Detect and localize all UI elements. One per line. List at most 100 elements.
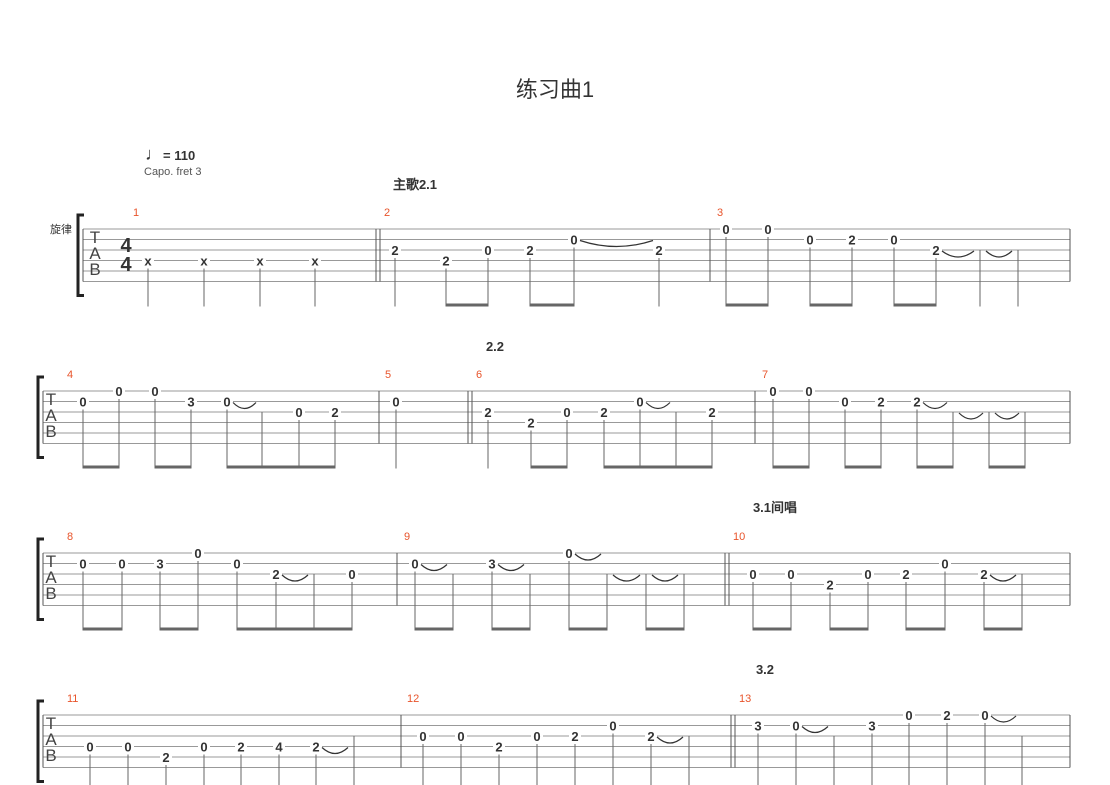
system-bracket <box>36 375 44 459</box>
fret-bg <box>389 243 401 256</box>
fret-number: 0 <box>787 567 794 582</box>
fret-number: 0 <box>233 557 240 572</box>
fret-number: x <box>144 254 152 269</box>
beam <box>773 465 809 469</box>
fret-number: 0 <box>124 740 131 755</box>
fret-bg <box>198 739 210 753</box>
beam <box>984 627 1022 631</box>
fret-bg <box>903 708 915 721</box>
fret-bg <box>409 556 421 570</box>
section-label: 主歌2.1 <box>393 177 437 192</box>
beam <box>237 627 276 631</box>
fret-bg <box>309 253 321 267</box>
beam <box>726 303 768 307</box>
measure-number: 10 <box>733 531 745 543</box>
fret-number: 0 <box>749 567 756 582</box>
fret-bg <box>486 556 498 570</box>
beam <box>446 303 488 307</box>
beam <box>753 627 791 631</box>
beam <box>530 303 574 307</box>
fret-bg <box>525 415 537 429</box>
fret-number: 0 <box>563 405 570 420</box>
tie-arc <box>989 574 1017 582</box>
fret-bg <box>824 577 836 591</box>
fret-bg <box>563 546 575 559</box>
fret-number: 2 <box>571 729 578 744</box>
fret-bg <box>524 243 536 256</box>
fret-bg <box>568 232 580 246</box>
fret-number: 2 <box>877 395 884 410</box>
tie-arc <box>574 553 602 561</box>
fret-bg <box>803 384 815 397</box>
fret-number: 0 <box>295 405 302 420</box>
fret-bg <box>77 556 89 570</box>
fret-number: 3 <box>868 719 875 734</box>
fret-number: 2 <box>932 243 939 258</box>
fret-number: 2 <box>527 416 534 431</box>
fret-bg <box>888 232 900 246</box>
fret-bg <box>142 253 154 267</box>
measure-number: 5 <box>385 369 391 381</box>
tab-clef-letter: A <box>45 568 57 587</box>
tab-clef-letter: T <box>46 390 56 409</box>
fret-number: 0 <box>419 729 426 744</box>
fret-number: 3 <box>156 557 163 572</box>
fret-bg <box>875 394 887 408</box>
fret-number: 0 <box>981 708 988 723</box>
fret-number: 2 <box>848 233 855 248</box>
tab-clef-letter: B <box>45 584 56 603</box>
tab-clef-letter: T <box>46 714 56 733</box>
fret-number: 0 <box>941 557 948 572</box>
beam <box>160 627 198 631</box>
fret-number: 0 <box>636 395 643 410</box>
fret-number: 3 <box>488 557 495 572</box>
beam <box>646 627 684 631</box>
fret-bg <box>804 232 816 246</box>
tab-clef-letter: A <box>45 406 57 425</box>
tie-arc <box>922 402 948 410</box>
fret-number: 0 <box>411 557 418 572</box>
beam <box>810 303 852 307</box>
beam <box>83 627 122 631</box>
measure-number: 4 <box>67 369 73 381</box>
fret-bg <box>221 394 233 408</box>
measure-number: 2 <box>384 207 390 219</box>
fret-number: x <box>200 254 208 269</box>
fret-bg <box>390 394 402 408</box>
beam <box>276 627 352 631</box>
fret-number: 0 <box>533 729 540 744</box>
fret-bg <box>417 729 429 742</box>
beam <box>845 465 881 469</box>
fret-bg <box>198 253 210 267</box>
measure-number: 8 <box>67 531 73 543</box>
fret-bg <box>634 394 646 408</box>
fret-number: 2 <box>913 395 920 410</box>
fret-bg <box>113 384 125 397</box>
fret-bg <box>979 708 991 721</box>
fret-bg <box>978 567 990 580</box>
tab-clef-letter: A <box>89 244 101 263</box>
beam <box>989 465 1025 469</box>
fret-bg <box>790 718 802 732</box>
tie-arc <box>656 736 684 744</box>
system-bracket <box>76 213 84 297</box>
fret-number: 0 <box>484 243 491 258</box>
tie-arc <box>579 239 654 248</box>
fret-number: 2 <box>902 567 909 582</box>
tab-clef-letter: A <box>45 730 57 749</box>
fret-number: 2 <box>526 243 533 258</box>
fret-number: x <box>256 254 264 269</box>
fret-number: 2 <box>442 254 449 269</box>
system-bracket <box>36 699 44 783</box>
tie-arc <box>281 574 309 582</box>
section-label: 3.2 <box>756 662 774 677</box>
fret-number: 0 <box>722 222 729 237</box>
time-signature-bottom: 4 <box>120 254 132 276</box>
fret-number: 3 <box>754 719 761 734</box>
fret-bg <box>839 394 851 408</box>
fret-number: 2 <box>495 740 502 755</box>
tab-clef-letter: T <box>46 552 56 571</box>
fret-bg <box>747 567 759 580</box>
measure-number: 6 <box>476 369 482 381</box>
